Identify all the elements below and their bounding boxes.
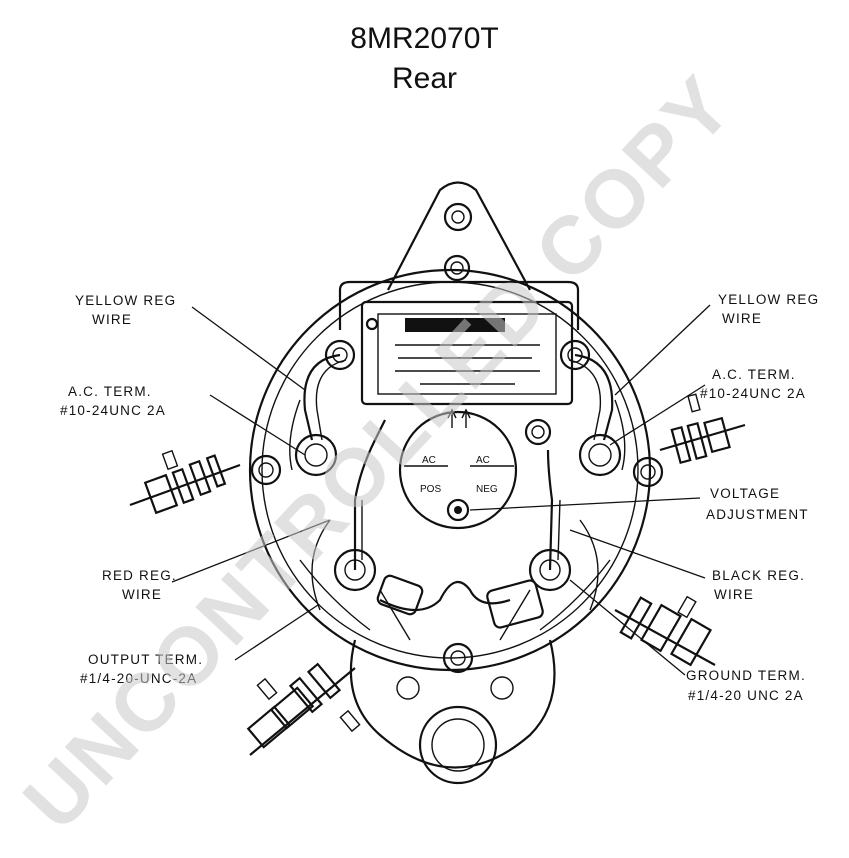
nut-upper-right (559, 339, 591, 371)
callout-red-reg: RED REG. WIRE (102, 568, 177, 602)
callout-output-term: OUTPUT TERM. #1/4-20-UNC-2A (80, 652, 203, 686)
mount-screw (524, 418, 552, 446)
dial-ac-right: AC (476, 455, 490, 466)
exploded-hardware (129, 393, 746, 756)
callout-black-reg: BLACK REG. WIRE (712, 568, 805, 602)
hardware-output (246, 662, 361, 756)
yellow-wire-right (574, 353, 614, 441)
callout-yellow-reg-right: YELLOW REG WIRE (718, 292, 819, 326)
leader-lines (171, 304, 711, 676)
center-wire (379, 580, 511, 611)
callout-ac-term-left: A.C. TERM. #10-24UNC 2A (60, 384, 166, 418)
callout-yellow-reg-left: YELLOW REG WIRE (75, 293, 176, 327)
top-mounting-ear (387, 181, 531, 291)
label-black-reg-1: BLACK REG. (712, 568, 805, 583)
diagram-subtitle: Rear (391, 62, 458, 95)
voltage-adjust-screw (446, 498, 470, 522)
label-output-term-2: #1/4-20-UNC-2A (80, 671, 197, 686)
label-yellow-reg-right-1: YELLOW REG (718, 292, 819, 307)
label-yellow-reg-left-2: WIRE (92, 312, 132, 327)
dial-ac-left: AC (422, 455, 436, 466)
bottom-mounting-ear (349, 639, 556, 769)
callout-ground-term: GROUND TERM. #1/4-20 UNC 2A (686, 668, 806, 703)
label-black-reg-2: WIRE (714, 587, 754, 602)
bottom-ear-hole (418, 705, 498, 785)
top-ear-hole (443, 202, 473, 232)
callout-voltage-adjustment: VOLTAGE ADJUSTMENT (706, 486, 809, 522)
regulator-logo-plate (405, 318, 505, 332)
label-red-reg-2: WIRE (122, 587, 162, 602)
dial-circle (398, 410, 518, 530)
hardware-ac-left (129, 449, 241, 515)
wires (303, 353, 614, 629)
regulator-bracket (338, 280, 580, 330)
vent-slots (289, 399, 626, 641)
label-voltage-adjustment-2: ADJUSTMENT (706, 507, 809, 522)
bolt-left (250, 454, 282, 486)
ac-terminal-right (578, 433, 622, 477)
label-voltage-adjustment-1: VOLTAGE (710, 486, 780, 501)
terminals (294, 339, 622, 592)
label-output-term-1: OUTPUT TERM. (88, 652, 203, 667)
ac-terminal-left (294, 433, 338, 477)
callout-ac-term-right: A.C. TERM. #10-24UNC 2A (700, 367, 806, 401)
regulator (338, 280, 580, 406)
dial-neg: NEG (476, 484, 498, 495)
bolt-bottom (442, 642, 474, 674)
watermark-text: UNCONTROLLED COPY (7, 58, 751, 847)
dial-pos: POS (420, 484, 441, 495)
label-red-reg-1: RED REG. (102, 568, 177, 583)
label-ac-term-right-2: #10-24UNC 2A (700, 386, 806, 401)
voltage-dial: AC AC POS NEG (398, 408, 518, 530)
diagram-title: 8MR2070T (350, 22, 499, 55)
label-ac-term-right-1: A.C. TERM. (712, 367, 796, 382)
hardware-ground (614, 595, 716, 667)
label-yellow-reg-left-1: YELLOW REG (75, 293, 176, 308)
black-wire (546, 449, 554, 571)
alternator-body (248, 181, 664, 785)
label-ground-term-1: GROUND TERM. (686, 668, 806, 683)
yellow-wire-left (303, 353, 341, 441)
red-wire (353, 419, 386, 570)
bolt-right (632, 456, 664, 488)
label-ac-term-left-2: #10-24UNC 2A (60, 403, 166, 418)
bolt-top (443, 254, 471, 282)
label-ground-term-2: #1/4-20 UNC 2A (688, 688, 804, 703)
nut-upper-left (324, 339, 356, 371)
label-ac-term-left-1: A.C. TERM. (68, 384, 152, 399)
regulator-box (360, 300, 574, 406)
hardware-ac-right (659, 393, 746, 465)
label-yellow-reg-right-2: WIRE (722, 311, 762, 326)
